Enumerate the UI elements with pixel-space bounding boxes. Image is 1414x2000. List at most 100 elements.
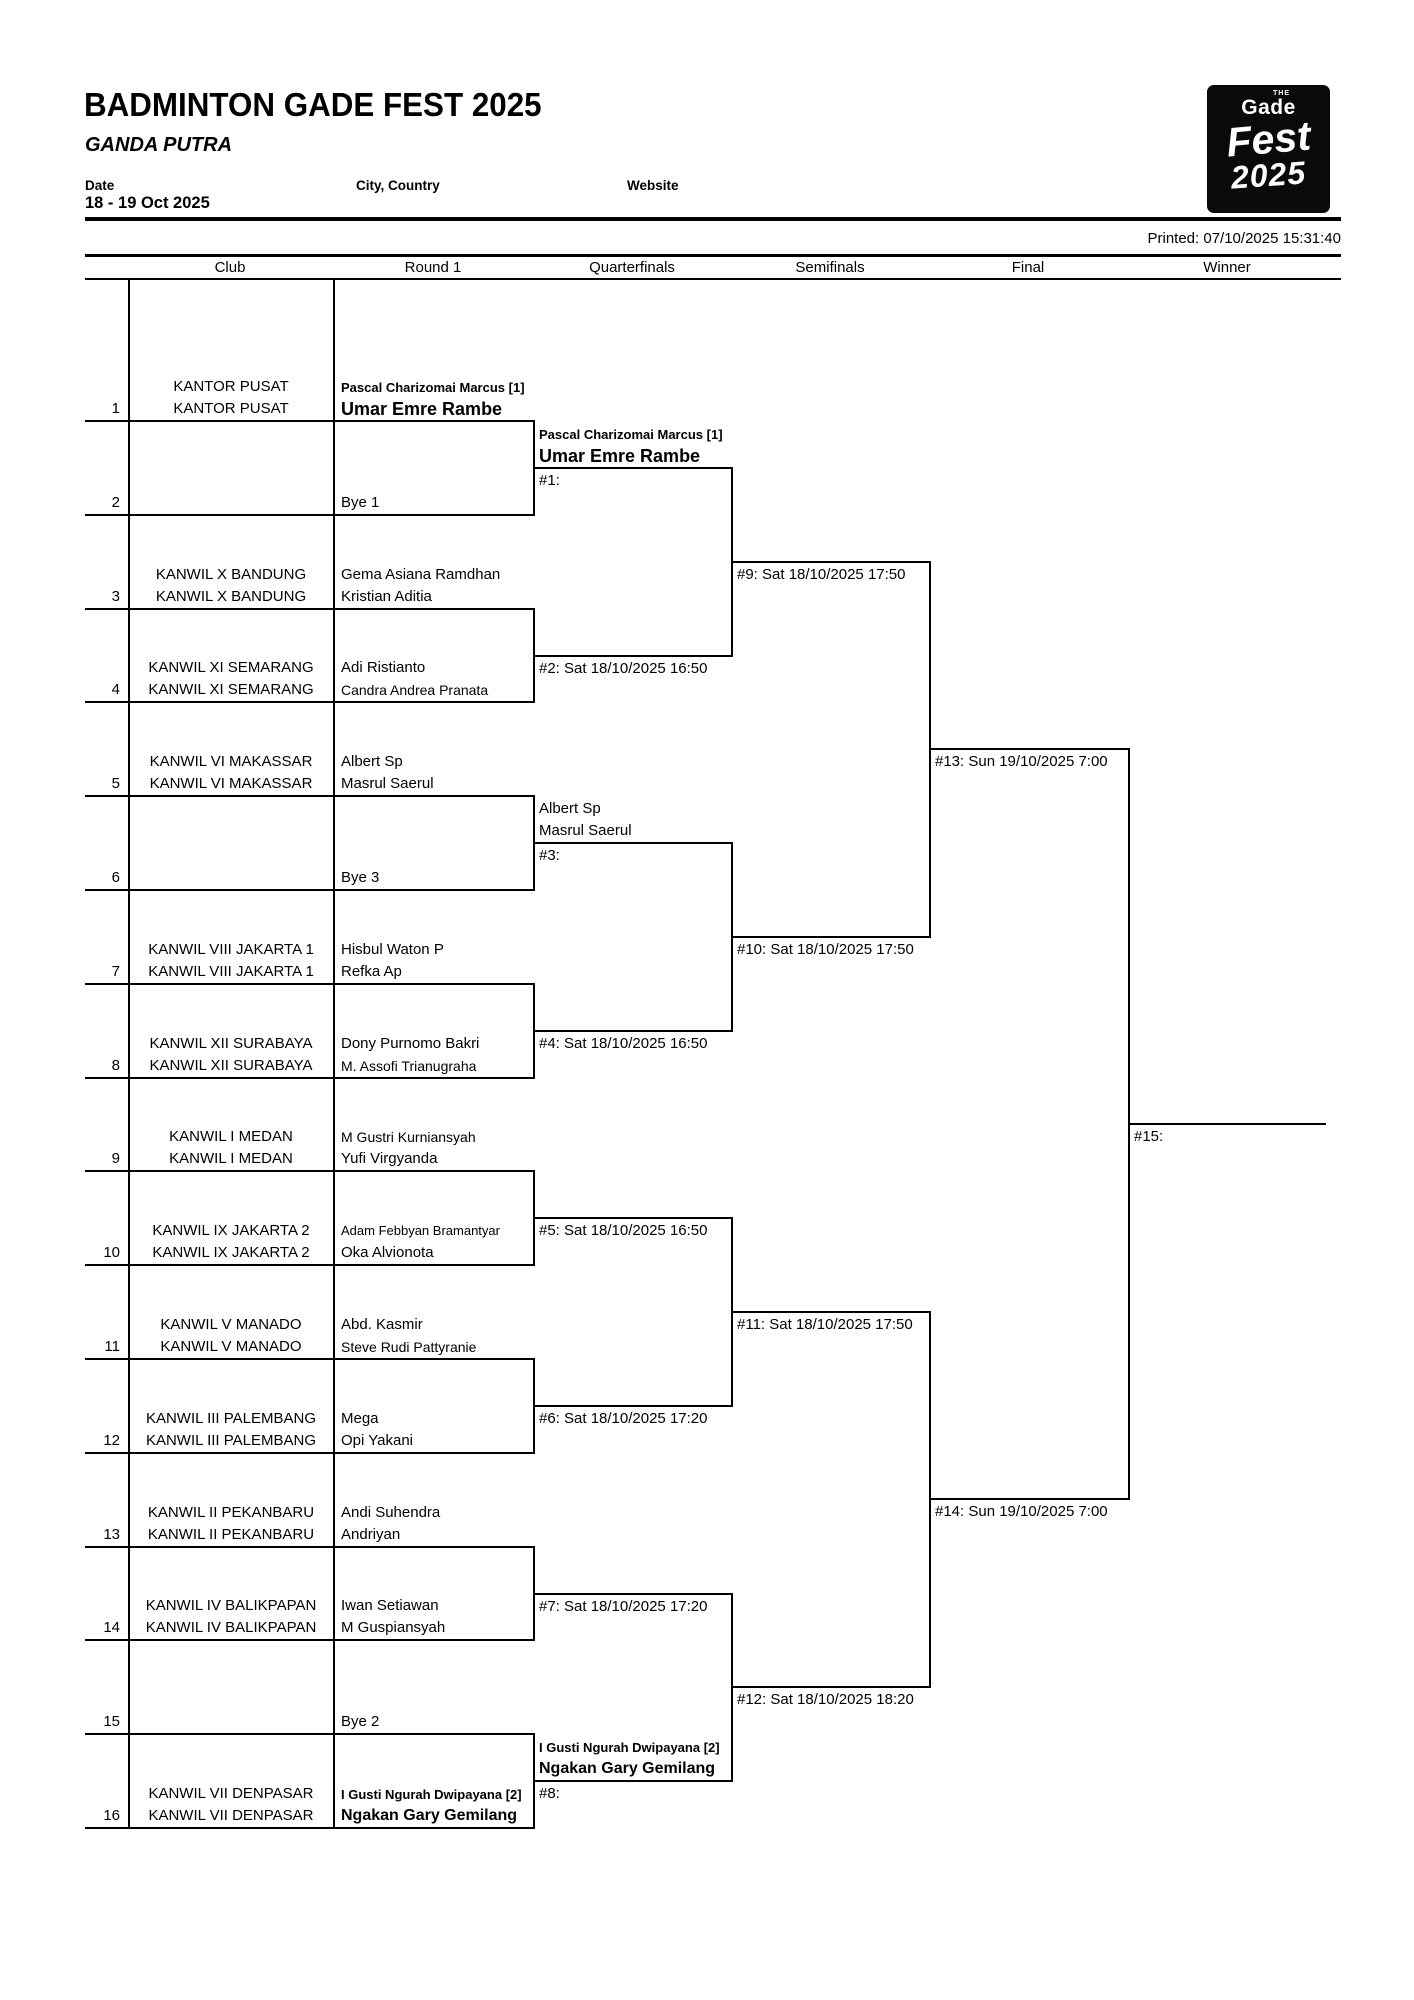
entry-number: 15 [103,1713,120,1730]
entry-player1: Pascal Charizomai Marcus [1] [341,380,525,395]
entry-number: 13 [103,1526,120,1543]
event-subtitle: GANDA PUTRA [85,134,233,156]
entry-player1: Mega [341,1410,379,1427]
entry-number: 14 [103,1619,120,1636]
qf-winner-player1: Pascal Charizomai Marcus [1] [539,427,723,442]
entry-player1: M Gustri Kurniansyah [341,1129,476,1145]
entry-club-line1: KANWIL XII SURABAYA [149,1035,313,1052]
entry-number: 12 [103,1432,120,1449]
qf-slot-line [533,1780,733,1782]
entry-player2: Opi Yakani [341,1432,413,1449]
table-header-bottom-rule [85,278,1341,280]
entry-number: 1 [111,400,120,417]
entry-bye: Bye 1 [341,494,380,511]
entry-player2: Steve Rudi Pattyranie [341,1339,477,1355]
entry-number: 4 [111,681,120,698]
entry-number: 10 [103,1244,120,1261]
entry-player1: Dony Purnomo Bakri [341,1035,480,1052]
final-slot-line [929,1498,1130,1500]
match-label: #14: Sun 19/10/2025 7:00 [935,1503,1108,1520]
entry-club-line2: KANWIL VIII JAKARTA 1 [148,963,314,980]
entry-player1: Abd. Kasmir [341,1316,423,1333]
entry-player1: I Gusti Ngurah Dwipayana [2] [341,1787,522,1802]
match-label: #4: Sat 18/10/2025 16:50 [539,1035,708,1052]
entry-club-line1: KANWIL II PEKANBARU [147,1504,315,1521]
entry-bye: Bye 3 [341,869,380,886]
row-underline [85,420,535,422]
entry-number: 5 [111,775,120,792]
column-header-quarterfinals: Quarterfinals [589,259,675,276]
entry-number: 9 [111,1150,120,1167]
match-label: #2: Sat 18/10/2025 16:50 [539,660,708,677]
row-underline [85,1077,535,1079]
column-header-semifinals: Semifinals [795,259,865,276]
entry-player2: Refka Ap [341,963,402,980]
entry-club-line2: KANWIL XII SURABAYA [149,1057,313,1074]
page-title: BADMINTON GADE FEST 2025 [84,86,542,123]
match-label: #10: Sat 18/10/2025 17:50 [737,941,914,958]
entry-club-line1: KANWIL XI SEMARANG [148,659,314,676]
entry-player1: Adi Ristianto [341,659,426,676]
entry-club-line2: KANWIL III PALEMBANG [145,1432,317,1449]
row-underline [85,983,535,985]
date-value: 18 - 19 Oct 2025 [85,194,210,212]
entry-club-line1: KANWIL VII DENPASAR [148,1785,314,1802]
entry-player2: Candra Andrea Pranata [341,682,489,698]
qf-winner-player2: Masrul Saerul [539,822,632,839]
entry-player2: Yufi Virgyanda [341,1150,438,1167]
qf-slot-line [533,1217,733,1219]
entry-club-line2: KANWIL V MANADO [160,1338,302,1355]
row-underline [85,1546,535,1548]
match-label: #1: [539,472,560,489]
club-column-line [333,280,335,1829]
entry-player1: Adam Febbyan Bramantyar [341,1223,500,1238]
entry-club-line1: KANWIL X BANDUNG [155,566,307,583]
printed-timestamp: Printed: 07/10/2025 15:31:40 [1147,230,1342,247]
qf-slot-line [533,1405,733,1407]
entry-club-line1: KANWIL V MANADO [160,1316,302,1333]
qf-winner-player2: Umar Emre Rambe [539,446,701,466]
logo-gade: Gade [1241,96,1296,119]
entry-club-line2: KANWIL IX JAKARTA 2 [152,1244,310,1261]
entry-number: 8 [111,1057,120,1074]
entry-player2: Ngakan Gary Gemilang [341,1807,518,1824]
entry-number: 11 [104,1338,120,1355]
logo-the: THE [1273,90,1290,97]
entry-player2: Andriyan [341,1526,401,1543]
entry-player2: Masrul Saerul [341,775,434,792]
sf-slot-line [731,1311,931,1313]
qf-winner-player1: I Gusti Ngurah Dwipayana [2] [539,1740,720,1755]
match-label: #9: Sat 18/10/2025 17:50 [737,566,906,583]
logo-year: 2025 [1229,154,1308,196]
header-thick-rule [85,217,1341,221]
entry-club-line2: KANWIL II PEKANBARU [147,1526,315,1543]
date-label: Date [85,178,115,193]
entry-player1: Gema Asiana Ramdhan [341,566,501,583]
entry-club-line2: KANWIL VII DENPASAR [148,1807,314,1824]
row-underline [85,1639,535,1641]
entry-club-line1: KANWIL IV BALIKPAPAN [145,1597,317,1614]
number-column-line [128,280,130,1829]
row-underline [85,514,535,516]
row-underline [85,1827,535,1829]
entry-club-line1: KANWIL VI MAKASSAR [149,753,313,770]
entry-number: 6 [111,869,120,886]
row-underline [85,1733,535,1735]
match-label: #12: Sat 18/10/2025 18:20 [737,1691,914,1708]
entry-player1: Hisbul Waton P [341,941,444,958]
sf-slot-line [731,1686,931,1688]
final-slot-line [929,748,1130,750]
qf-slot-line [533,1030,733,1032]
row-underline [85,1358,535,1360]
column-header-club: Club [214,259,246,276]
qf-slot-line [533,842,733,844]
match-label: #7: Sat 18/10/2025 17:20 [539,1598,708,1615]
row-underline [85,889,535,891]
qf-slot-line [533,467,733,469]
entry-club-line1: KANTOR PUSAT [173,378,289,395]
row-underline [85,701,535,703]
sf-slot-line [731,561,931,563]
entry-club-line1: KANWIL VIII JAKARTA 1 [148,941,314,958]
qf-slot-line [533,655,733,657]
